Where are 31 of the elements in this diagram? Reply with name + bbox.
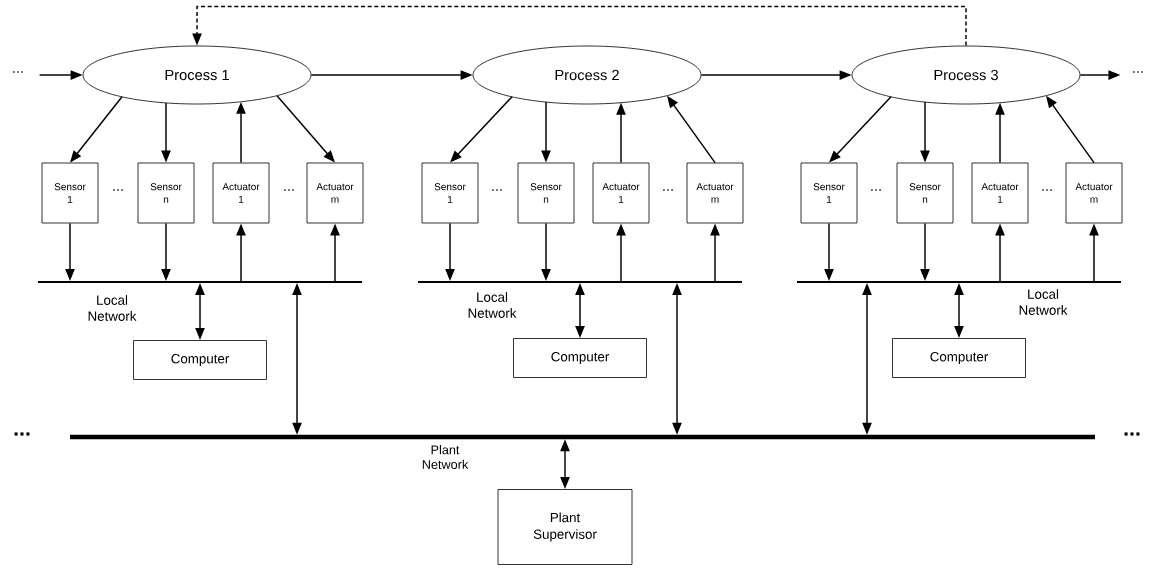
ellipsis: ... [663,189,673,191]
ellipsis: ... [284,189,294,191]
arrow [192,5,967,47]
computer-box: Computer [133,340,267,380]
actuator-box: Actuator 1 [971,162,1029,224]
actuator-box: Actuator 1 [592,162,650,224]
network-label: Local Network [88,295,137,321]
ellipsis: ... [113,189,123,191]
network-label: Plant Network [422,445,469,469]
actuator-box: Actuator 1 [212,162,270,224]
actuator-box: Actuator m [686,162,744,224]
ellipsis: ... [1042,189,1052,191]
ellipsis: ... [871,189,881,191]
ellipsis: ... [14,432,30,436]
sensor-box: Sensor 1 [421,162,479,224]
network-label: Local Network [468,292,517,318]
computer-box: Computer [513,338,647,378]
ellipsis: ... [1124,432,1140,436]
sensor-box: Sensor n [137,162,195,224]
ellipsis: ... [1133,71,1143,73]
sensor-box: Sensor n [517,162,575,224]
sensor-box: Sensor 1 [800,162,858,224]
supervisor-box: Plant Supervisor [497,489,633,565]
ellipsis: ... [492,189,502,191]
sensor-box: Sensor 1 [41,162,99,224]
ellipsis: ... [13,71,23,73]
computer-box: Computer [892,338,1026,378]
actuator-box: Actuator m [306,162,364,224]
actuator-box: Actuator m [1065,162,1123,224]
network-label: Local Network [1019,289,1068,315]
sensor-box: Sensor n [896,162,954,224]
